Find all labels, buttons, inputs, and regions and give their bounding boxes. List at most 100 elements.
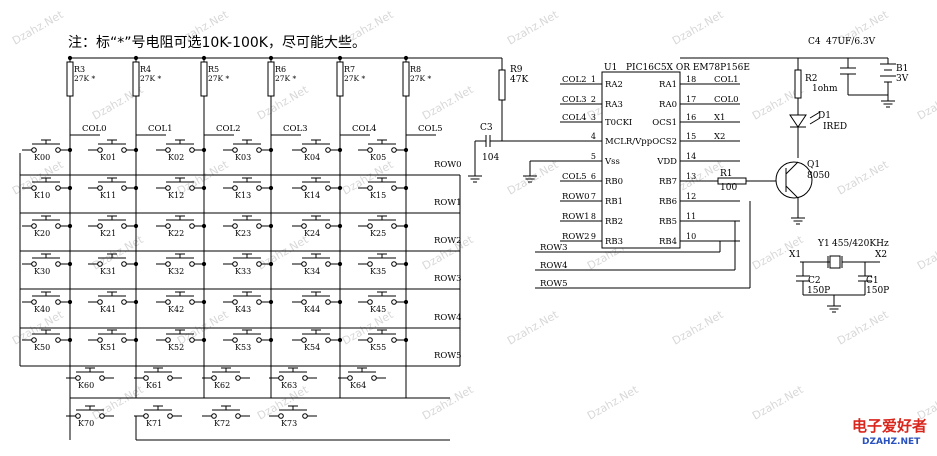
watermark-text: Dzahz.Net xyxy=(255,83,311,123)
key-contact xyxy=(302,413,308,419)
key-contact xyxy=(189,223,195,229)
key-contact xyxy=(167,413,173,419)
key-contact xyxy=(55,299,61,305)
key-contact xyxy=(256,223,262,229)
mcu-pin-name: RB7 xyxy=(659,177,677,187)
key-switch: K13 xyxy=(223,177,271,200)
mcu-pin-name: RA2 xyxy=(605,80,623,90)
mcu-pin-net: ROW2 xyxy=(562,232,590,242)
c1-ref: C1 xyxy=(866,276,879,286)
key-label: K01 xyxy=(100,153,116,162)
key-contact xyxy=(165,299,171,305)
column-net-label: COL2 xyxy=(216,124,241,134)
x1-label: X1 xyxy=(789,250,801,260)
key-contact xyxy=(75,413,81,419)
pullup-resistor-body xyxy=(66,61,74,97)
key-contact xyxy=(391,299,397,305)
mcu-pin-name: RB4 xyxy=(659,237,677,247)
key-contact xyxy=(325,147,331,153)
mcu-pin-number: 8 xyxy=(591,212,596,221)
key-switch: K31 xyxy=(88,253,136,276)
key-contact xyxy=(55,185,61,191)
key-switch: K50 xyxy=(22,329,70,352)
watermark-text: Dzahz.Net xyxy=(835,158,891,198)
watermark-text: Dzahz.Net xyxy=(670,8,726,48)
schematic-note: 注：标“*”号电阻可选10K-100K，尽可能大些。 xyxy=(68,35,366,51)
b1-ref: B1 xyxy=(896,64,908,74)
mcu-pin-number: 16 xyxy=(686,113,696,122)
key-contact xyxy=(165,337,171,343)
key-contact xyxy=(367,147,373,153)
watermark-text: Dzahz.Net xyxy=(835,308,891,348)
key-label: K05 xyxy=(370,153,386,162)
key-contact xyxy=(367,261,373,267)
key-label: K45 xyxy=(370,305,386,314)
key-switch: K21 xyxy=(88,215,136,238)
key-switch: K24 xyxy=(292,215,340,238)
key-label: K20 xyxy=(34,229,50,238)
key-contact xyxy=(278,413,284,419)
mcu-pin-name: RB2 xyxy=(605,217,623,227)
key-switch: K25 xyxy=(358,215,406,238)
key-label: K22 xyxy=(168,229,184,238)
column-net-label: COL4 xyxy=(352,124,377,134)
row-net-label: ROW0 xyxy=(434,160,462,170)
key-switch: K43 xyxy=(223,291,271,314)
r9-ref: R9 xyxy=(510,65,523,75)
mcu-pin-net: COL2 xyxy=(562,75,587,85)
r9-body xyxy=(498,69,506,101)
key-contact xyxy=(97,299,103,305)
key-contact xyxy=(232,299,238,305)
key-contact xyxy=(143,375,149,381)
key-contact xyxy=(189,299,195,305)
key-label: K04 xyxy=(304,153,320,162)
key-label: K51 xyxy=(100,343,116,352)
mcu-pin-name: RB6 xyxy=(659,197,677,207)
mcu-pin-name: VDD xyxy=(656,157,677,167)
key-switch: K00 xyxy=(22,139,70,162)
key-label: K31 xyxy=(100,267,116,276)
key-contact xyxy=(75,375,81,381)
y1-value: 455/420KHz xyxy=(832,239,889,249)
key-label: K62 xyxy=(214,381,230,390)
key-contact xyxy=(391,261,397,267)
key-label: K02 xyxy=(168,153,184,162)
c4-value: 47UF/6.3V xyxy=(826,37,876,47)
watermark-text: Dzahz.Net xyxy=(10,8,66,48)
key-contact xyxy=(391,185,397,191)
r1-body xyxy=(717,177,747,185)
key-label: K63 xyxy=(281,381,297,390)
key-contact xyxy=(189,147,195,153)
mcu-pin-number: 6 xyxy=(591,172,596,181)
x2-label: X2 xyxy=(875,250,887,260)
pullup-resistor-body xyxy=(132,61,140,97)
mcu-pin-number: 12 xyxy=(686,192,696,201)
key-label: K73 xyxy=(281,419,297,428)
key-contact xyxy=(232,223,238,229)
key-contact xyxy=(211,375,217,381)
key-contact xyxy=(301,147,307,153)
watermark-text: Dzahz.Net xyxy=(420,383,476,423)
d1-emission-arrow xyxy=(809,117,821,125)
mcu-pin-net: X2 xyxy=(714,132,725,142)
key-contact xyxy=(367,223,373,229)
mcu-pin-number: 14 xyxy=(686,152,696,161)
key-switch: K14 xyxy=(292,177,340,200)
key-contact xyxy=(31,185,37,191)
key-contact xyxy=(256,147,262,153)
row-net-label: ROW1 xyxy=(434,198,462,208)
key-contact xyxy=(165,185,171,191)
key-contact xyxy=(256,185,262,191)
key-contact xyxy=(391,337,397,343)
key-label: K52 xyxy=(168,343,184,352)
mcu-pin-number: 15 xyxy=(686,132,696,141)
c2-value: 150P xyxy=(807,286,830,296)
d1-emission-arrow xyxy=(809,111,821,119)
key-contact xyxy=(256,261,262,267)
key-label: K24 xyxy=(304,229,320,238)
mcu-pin-net: COL3 xyxy=(562,95,587,105)
key-label: K13 xyxy=(235,191,251,200)
pullup-ref: R8 xyxy=(410,65,421,74)
